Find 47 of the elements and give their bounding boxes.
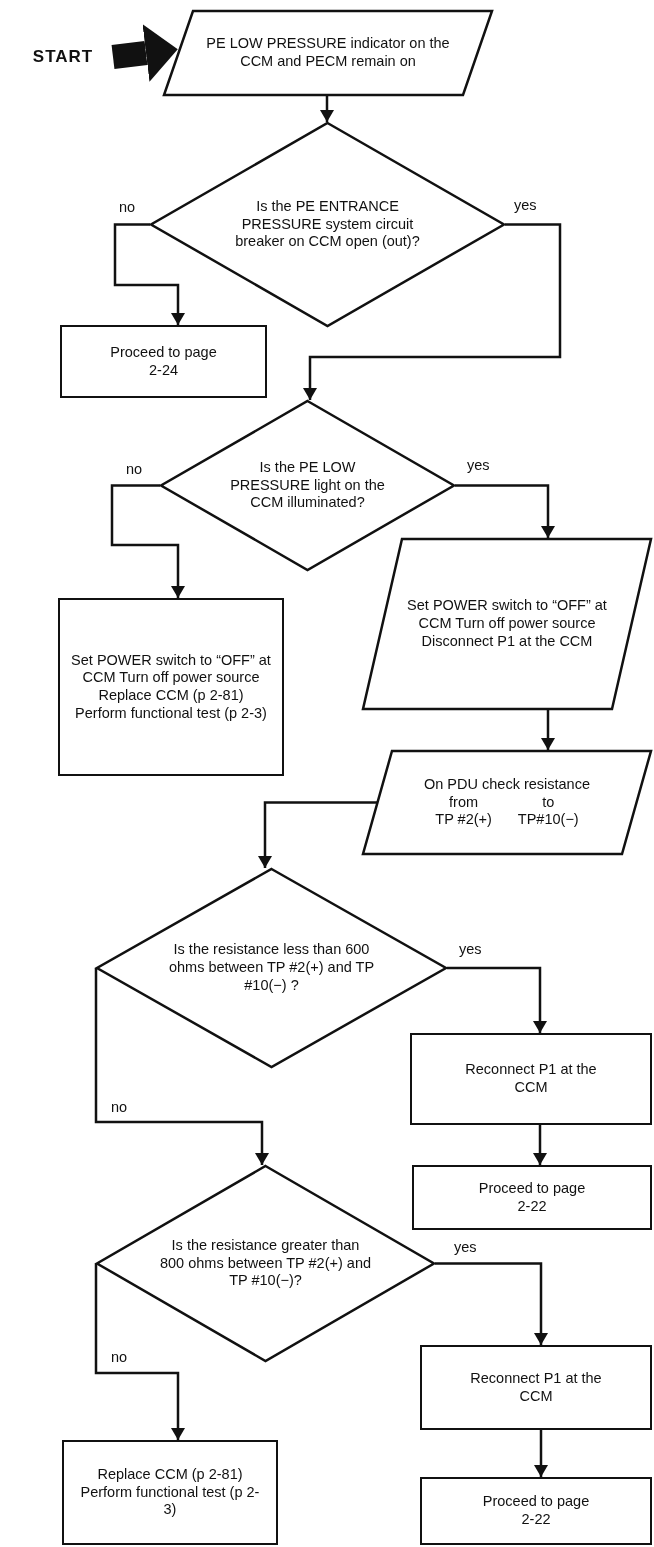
arrow [534, 1430, 548, 1477]
step-text: PE LOW PRESSURE indicator on the CCM and PECM remain on [205, 35, 451, 71]
step-text: Replace CCM (p 2-81) Perform functional test (p 2-3) [79, 1465, 261, 1520]
start-label: START [18, 44, 108, 70]
decision-diamond [96, 1165, 435, 1362]
arrow [110, 484, 185, 598]
arrow [94, 1262, 185, 1440]
decision-diamond [160, 400, 455, 571]
arrow [447, 966, 547, 1033]
io-parallelogram [362, 750, 652, 855]
process-box [412, 1165, 652, 1230]
process-box [58, 598, 284, 776]
arrow [113, 223, 185, 325]
step-text: Reconnect P1 at the CCM [469, 1369, 603, 1406]
arrow [533, 1125, 547, 1165]
arrow [320, 96, 334, 122]
step-text: Proceed to page 2-24 [109, 343, 218, 380]
question-text: Is the PE ENTRANCE PRESSURE system circuit breaker on CCM open (out)? [234, 197, 421, 252]
process-box [410, 1033, 652, 1125]
question-text: Is the resistance greater than 800 ohms between TP #2(+) and TP #10(−)? [158, 1236, 373, 1291]
process-box [62, 1440, 278, 1545]
arrow [435, 1262, 548, 1345]
io-parallelogram [163, 10, 493, 96]
terminal-text: TP #2(+) [435, 811, 492, 830]
step-text: Proceed to page 2-22 [477, 1179, 587, 1216]
step-text: On PDU check resistance [424, 775, 590, 794]
process-box [60, 325, 267, 398]
arrow [541, 710, 555, 750]
arrow [94, 966, 269, 1165]
arrow [303, 223, 562, 400]
question-text: Is the resistance less than 600 ohms between TP #2(+) and TP #10(−) ? [167, 941, 376, 995]
arrow [258, 801, 377, 868]
terminal-text: to [541, 793, 556, 812]
step-text: Reconnect P1 at the CCM [464, 1061, 598, 1097]
step-text: Proceed to page 2-22 [481, 1493, 591, 1529]
step-text: Set POWER switch to “OFF” at CCM Turn off power source Disconnect P1 at the CCM [407, 597, 607, 651]
terminal-text: TP#10(−) [517, 811, 579, 830]
block-arrow [111, 24, 178, 82]
process-box [420, 1345, 652, 1430]
decision-diamond [96, 868, 447, 1068]
terminal-text: from [448, 793, 480, 812]
question-text: Is the PE LOW PRESSURE light on the CCM illuminated? [229, 458, 386, 513]
io-parallelogram [362, 538, 652, 710]
decision-diamond [150, 122, 505, 327]
arrow [455, 484, 555, 538]
process-box [420, 1477, 652, 1545]
step-text: Set POWER switch to “OFF” at CCM Turn off power source Replace CCM (p 2-81) Perform functional test (p 2-3) [71, 651, 271, 723]
